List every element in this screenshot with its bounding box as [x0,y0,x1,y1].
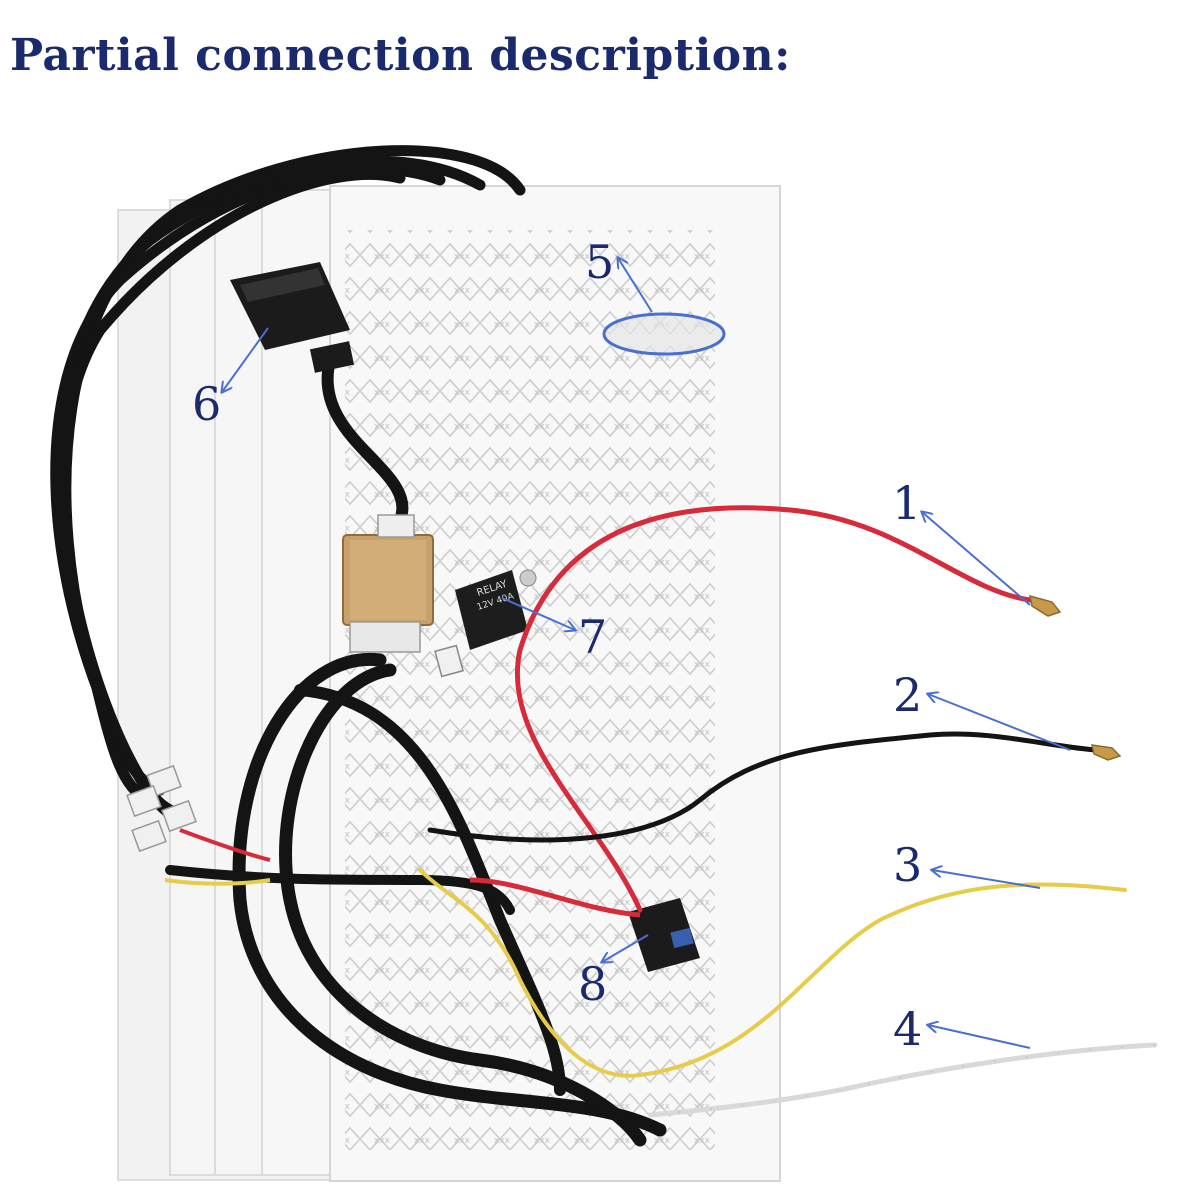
heating-element-pattern [345,230,715,1150]
arrow-8 [602,934,649,962]
yellow-wire [418,868,1127,1078]
callout-8: 8 [578,957,607,1011]
callout-7: 7 [578,610,607,664]
sensor-highlight-ellipse [602,312,726,356]
black-wire [427,731,1098,843]
callout-1: 1 [892,476,921,530]
arrow-6 [222,327,269,392]
callout-5: 5 [585,235,614,289]
callout-numbers: 1 2 3 4 5 6 7 8 [192,235,922,1056]
heating-pads [117,185,781,1182]
rocker-switch [230,262,355,373]
red-wire-lead [469,877,641,918]
control-module [342,514,434,653]
yellow-wire-left [164,878,271,886]
arrow-7 [501,597,575,630]
relay: RELAY 12V 40A [434,569,537,678]
terminal-1 [1029,594,1062,617]
arrow-3 [932,870,1041,889]
small-connectors [126,764,197,853]
callout-3: 3 [893,838,922,892]
red-wire [515,505,1033,913]
ring-terminals [1029,594,1122,761]
black-cables-left [50,145,667,1147]
terminal-2 [1091,744,1122,761]
plug-connector [628,898,700,972]
white-wire [647,1042,1158,1118]
arrow-5 [618,258,653,313]
red-wire-left [179,828,271,862]
callout-arrows [222,258,1071,1049]
callout-4: 4 [893,1002,922,1056]
arrow-2 [928,694,1071,751]
temperature-sensor [604,314,724,354]
arrow-1 [922,512,1031,606]
page-title: Partial connection description: [10,30,791,81]
callout-6: 6 [192,377,221,431]
arrow-4 [928,1025,1031,1049]
callout-2: 2 [893,668,922,722]
